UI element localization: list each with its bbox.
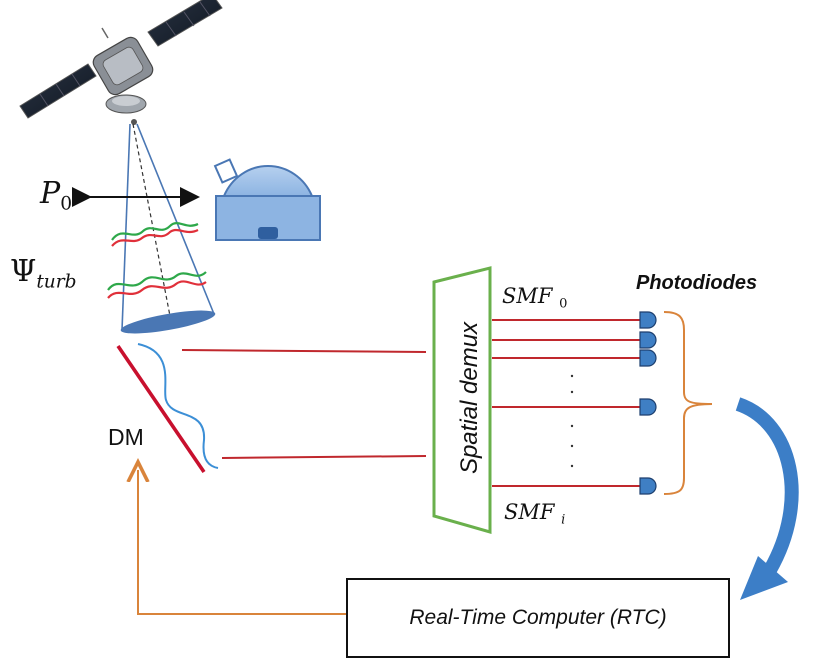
curved-feedback-arrow (735, 397, 799, 600)
spatial-demux-label: Spatial demux (456, 321, 483, 475)
spatial-demux-box (432, 266, 492, 534)
p0-label: P0 (40, 176, 73, 215)
psi-turb-label: Ψturb (10, 254, 77, 293)
beam-to-demux (181, 349, 427, 353)
observatory-dome-icon (213, 158, 321, 241)
smfi-label: SMF i (504, 500, 566, 528)
dm-label: DM (108, 424, 144, 450)
rtc-to-dm-feedback (138, 470, 346, 615)
photodiode-icon (639, 311, 657, 495)
wavefront-upper (111, 222, 199, 247)
satellite-icon (19, 0, 223, 125)
beam-from-demux (221, 455, 427, 459)
deformable-mirror (116, 343, 219, 474)
rtc-label: Real-Time Computer (RTC) (409, 606, 667, 629)
wavefront-lower (107, 271, 207, 299)
photodiode-brace (663, 311, 713, 495)
rtc-box: Real-Time Computer (RTC) (346, 578, 730, 658)
smf0-label: SMF 0 (502, 284, 568, 312)
turbulence-beam-cone (120, 123, 216, 334)
smf-fibers (492, 319, 640, 487)
photodiodes-label: Photodiodes (636, 272, 758, 294)
